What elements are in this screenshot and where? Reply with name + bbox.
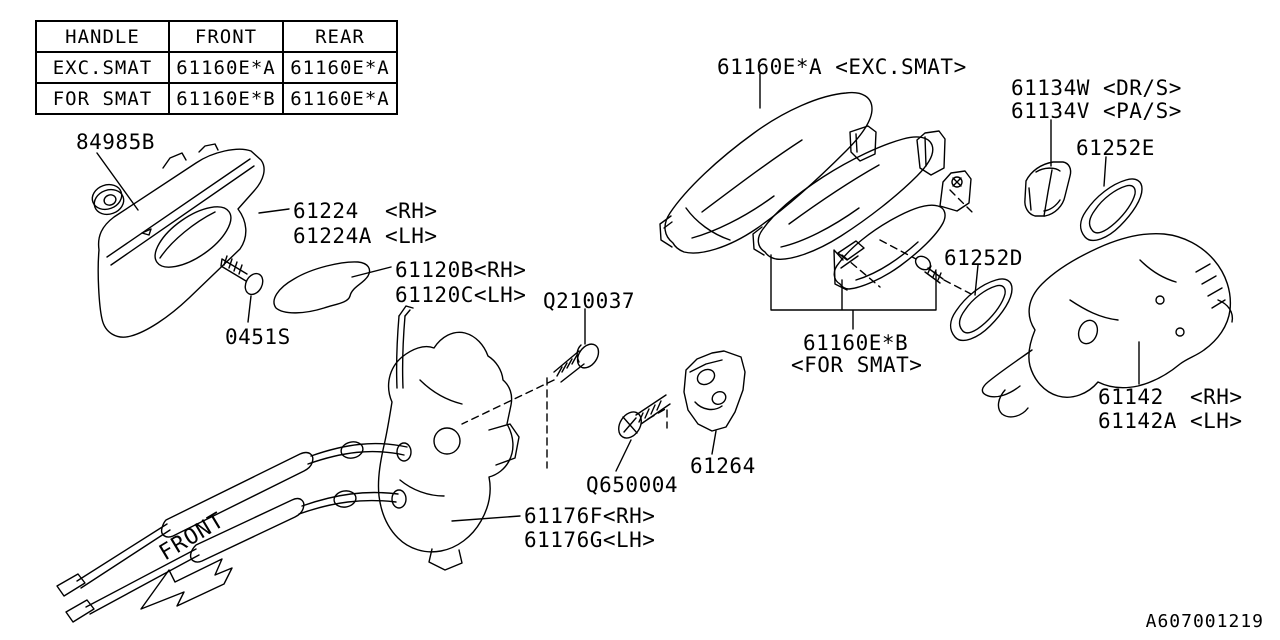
outer-handle-front-drawing bbox=[659, 73, 877, 254]
part-label-61160eb: 61160E*B bbox=[803, 331, 909, 355]
part-label-q210037: Q210037 bbox=[543, 289, 636, 313]
part-label-0451s: 0451S bbox=[225, 325, 291, 349]
part-label-61120b-rh: 61120B<RH> bbox=[395, 258, 527, 282]
part-label-61134v-pas: 61134V <PA/S> bbox=[1011, 99, 1182, 123]
front-arrow bbox=[140, 558, 233, 610]
grommet-drawing bbox=[91, 152, 139, 216]
part-label-q650004: Q650004 bbox=[586, 473, 679, 497]
table-cell-handle: EXC.SMAT bbox=[35, 51, 170, 84]
screw-0451s-drawing bbox=[220, 255, 264, 323]
part-label-61176f-rh: 61176F<RH> bbox=[524, 504, 656, 528]
table-cell-handle: FOR SMAT bbox=[35, 82, 170, 115]
smart-handle-drawing bbox=[770, 170, 974, 330]
part-label-61142a-lh: 61142A <LH> bbox=[1098, 409, 1243, 433]
handle-reference-table: HANDLE FRONT REAR EXC.SMAT 61160E*A 6116… bbox=[35, 20, 398, 115]
screw-q210037-drawing bbox=[461, 308, 600, 469]
door-striker-drawing bbox=[647, 350, 746, 455]
inner-handle-bezel-drawing bbox=[97, 143, 290, 338]
handle-cover-drawing bbox=[1024, 119, 1072, 217]
part-label-for-smat: <FOR SMAT> bbox=[791, 353, 923, 377]
sealing-pad-drawing bbox=[273, 261, 392, 314]
door-latch-assembly-drawing bbox=[377, 305, 521, 571]
table-cell-rear: 61160E*A bbox=[282, 51, 398, 84]
table-cell-front: 61160E*B bbox=[168, 82, 284, 115]
part-label-61120c-lh: 61120C<LH> bbox=[395, 283, 527, 307]
part-label-61224a-lh: 61224A <LH> bbox=[293, 224, 438, 248]
table-header-rear: REAR bbox=[282, 20, 398, 53]
diagram-code: A607001219 bbox=[1145, 611, 1264, 632]
part-label-61264: 61264 bbox=[690, 454, 756, 478]
table-cell-front: 61160E*A bbox=[168, 51, 284, 84]
table-cell-rear: 61160E*A bbox=[282, 82, 398, 115]
lock-actuator-drawing bbox=[981, 232, 1234, 418]
part-label-61160ea-exc-smat: 61160E*A <EXC.SMAT> bbox=[717, 55, 967, 79]
table-header-front: FRONT bbox=[168, 20, 284, 53]
part-label-84985b: 84985B bbox=[76, 130, 155, 154]
table-row: EXC.SMAT 61160E*A 61160E*A bbox=[35, 51, 398, 84]
table-header-handle: HANDLE bbox=[35, 20, 170, 53]
gasket-e-drawing bbox=[1079, 156, 1143, 242]
latch-cables-drawing bbox=[56, 441, 412, 623]
part-label-61224-rh: 61224 <RH> bbox=[293, 199, 438, 223]
part-label-61176g-lh: 61176G<LH> bbox=[524, 528, 656, 552]
part-label-61142-rh: 61142 <RH> bbox=[1098, 385, 1243, 409]
outer-handle-rear-drawing bbox=[752, 130, 946, 260]
gasket-d-drawing bbox=[949, 264, 1013, 342]
table-row: FOR SMAT 61160E*B 61160E*A bbox=[35, 82, 398, 115]
part-label-61252d: 61252D bbox=[944, 246, 1023, 270]
part-label-61134w-drs: 61134W <DR/S> bbox=[1011, 76, 1182, 100]
screw-q650004-drawing bbox=[615, 394, 671, 472]
part-label-61252e: 61252E bbox=[1076, 136, 1155, 160]
